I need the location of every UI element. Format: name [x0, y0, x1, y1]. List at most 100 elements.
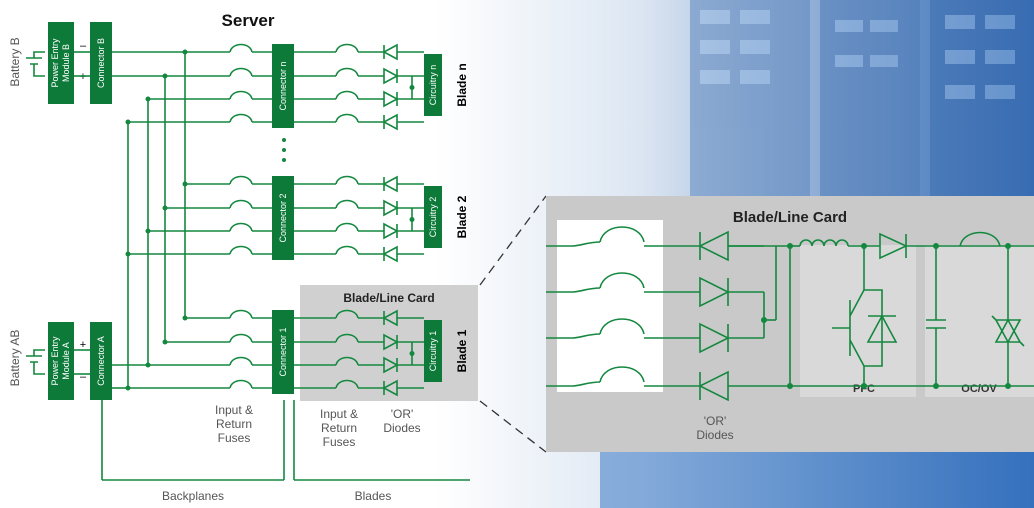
battery-b-symbol — [26, 51, 45, 77]
detail-diodes-line2: Diodes — [696, 428, 733, 442]
junction-dot — [182, 181, 188, 187]
fuse — [599, 366, 645, 383]
pem-a-label-1: Power Entry — [50, 336, 60, 386]
junction-dot — [125, 119, 131, 125]
fuse — [229, 43, 253, 53]
junction-dot — [162, 205, 168, 211]
fuse — [335, 175, 359, 185]
fuse — [229, 199, 253, 209]
fuse — [959, 231, 1001, 247]
junction-dot — [182, 315, 188, 321]
blade-2-label: Blade 2 — [455, 195, 469, 238]
circuitry-n-label: Circuitry n — [428, 65, 438, 106]
fuses2-label-line2: Return — [321, 421, 357, 435]
pem-b-label-1: Power Entry — [50, 38, 60, 88]
fuse — [335, 222, 359, 232]
fuse — [335, 379, 359, 389]
connector-a-label: Connector A — [96, 336, 106, 386]
junction-dot — [145, 228, 151, 234]
power-entry-module-b — [48, 22, 74, 104]
fuse — [229, 90, 253, 100]
fuses2-label-line1: Input & — [320, 407, 358, 421]
junction-dot — [409, 351, 415, 356]
inductor — [799, 239, 849, 247]
junction-dot — [409, 85, 415, 90]
fuse — [229, 333, 253, 343]
connector-1-label: Connector 1 — [278, 327, 288, 376]
fuse — [229, 379, 253, 389]
detail-wire — [571, 287, 601, 293]
power-entry-module-a — [48, 322, 74, 400]
detail-circuit — [546, 226, 1034, 402]
connector-b — [90, 22, 112, 104]
fuses-label-line1: Input & — [215, 403, 253, 417]
fuses2-label-line3: Fuses — [323, 435, 356, 449]
fuse — [599, 318, 645, 335]
circuitry-2-label: Circuitry 2 — [428, 197, 438, 238]
fuse — [335, 67, 359, 77]
fuse — [229, 309, 253, 319]
pfc-block — [800, 245, 916, 397]
fuses-label-line2: Return — [216, 417, 252, 431]
fuse — [335, 199, 359, 209]
junction-dot — [125, 385, 131, 391]
circuitry-1 — [424, 320, 442, 382]
backplanes-label: Backplanes — [162, 489, 224, 503]
connector-n-label: Connector n — [278, 61, 288, 110]
connector-b-label: Connector B — [96, 38, 106, 88]
fuse — [335, 333, 359, 343]
igbt — [832, 289, 883, 386]
connector-2-label: Connector 2 — [278, 193, 288, 242]
blade-line-card-highlight — [300, 285, 478, 401]
circuitry-n — [424, 54, 442, 116]
connector-1 — [272, 310, 294, 394]
junction-dot — [182, 49, 188, 55]
diodes-label-line1: 'OR' — [391, 407, 414, 421]
circuitry-1-label: Circuitry 1 — [428, 331, 438, 372]
junction-dot — [145, 362, 151, 368]
blade-line-card-detail: Blade/Line Card PFC OC/OV 'OR' Diodes — [546, 196, 1034, 452]
blade-n-label: Blade n — [455, 63, 469, 106]
fuse — [599, 226, 645, 243]
detail-wire — [571, 241, 601, 247]
fuse — [229, 222, 253, 232]
detail-fuse-area — [557, 220, 663, 392]
fuse — [335, 43, 359, 53]
blade-1-label: Blade 1 — [455, 329, 469, 372]
fuse — [599, 272, 645, 289]
fuse — [335, 245, 359, 255]
pem-a-minus: – — [80, 371, 87, 383]
battery-ab-label: Battery AB — [8, 330, 22, 387]
diagram-title: Server — [222, 11, 275, 30]
junction-dot — [162, 339, 168, 345]
fuse — [335, 356, 359, 366]
ocov-block — [925, 245, 1034, 397]
detail-diodes-line1: 'OR' — [704, 414, 727, 428]
fuse — [229, 67, 253, 77]
fuse — [229, 175, 253, 185]
connector-2 — [272, 176, 294, 260]
detail-wire — [571, 381, 601, 387]
detail-wire — [571, 333, 601, 339]
fuse — [229, 356, 253, 366]
blade-row — [125, 43, 424, 131]
junction-dot — [145, 96, 151, 102]
connector-n — [272, 44, 294, 128]
pem-a-label-2: Module A — [61, 342, 71, 380]
fuse — [335, 309, 359, 319]
card-small-title: Blade/Line Card — [343, 291, 434, 305]
continuation-dots — [282, 138, 286, 162]
junction-dot — [125, 251, 131, 257]
pfc-diode — [866, 314, 898, 343]
connector-a — [90, 322, 112, 400]
fuse — [335, 113, 359, 123]
fuse — [229, 245, 253, 255]
fuses-label-line3: Fuses — [218, 431, 251, 445]
zoom-line-top — [479, 195, 547, 286]
capacitor — [926, 246, 946, 386]
battery-a-symbol — [26, 349, 45, 375]
junction-dot — [409, 217, 415, 222]
fuse — [229, 113, 253, 123]
pem-a-plus: + — [80, 339, 86, 351]
